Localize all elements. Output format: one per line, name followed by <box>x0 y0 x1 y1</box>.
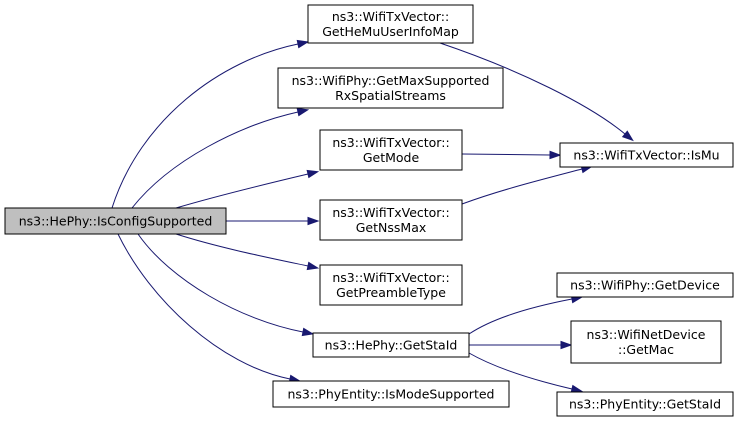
edge-line <box>468 298 573 335</box>
node-root[interactable]: ns3::HePhy::IsConfigSupported <box>4 207 227 235</box>
edge-root-to-get-preamble-type <box>175 233 320 271</box>
arrowhead-icon <box>296 39 310 49</box>
node-box <box>307 4 474 44</box>
node-box <box>319 129 463 171</box>
edge-root-to-get-max-supported-rx-spatial-streams <box>131 107 310 209</box>
node-is-mode-supported[interactable]: ns3::PhyEntity::IsModeSupported <box>272 380 510 408</box>
node-is-mu[interactable]: ns3::WifiTxVector::IsMu <box>559 142 734 168</box>
node-label-line: GetPreambleType <box>336 285 446 300</box>
node-label-line: ns3::WifiTxVector:: <box>332 135 449 150</box>
node-label-line: ns3::PhyEntity::IsModeSupported <box>288 387 495 402</box>
edge-get-mode-to-is-mu <box>461 150 562 160</box>
node-label-line: GetHeMuUserInfoMap <box>322 24 459 39</box>
node-label-line: ::GetMac <box>618 342 674 357</box>
node-box <box>272 380 510 408</box>
node-phy-entity-get-sta-id[interactable]: ns3::PhyEntity::GetStaId <box>556 391 734 417</box>
edge-get-nss-max-to-is-mu <box>461 164 594 205</box>
node-label-line: ns3::PhyEntity::GetStaId <box>569 397 721 412</box>
node-layer: ns3::HePhy::IsConfigSupportedns3::WifiTx… <box>4 4 734 417</box>
edge-root-to-get-he-mu-user-info-map <box>111 39 310 209</box>
arrowhead-icon <box>549 150 562 160</box>
edge-root-to-get-mode <box>175 169 320 209</box>
node-box <box>556 272 734 298</box>
edge-get-he-mu-user-info-map-to-is-mu <box>439 42 634 142</box>
node-get-mac[interactable]: ns3::WifiNetDevice::GetMac <box>570 320 722 364</box>
edge-he-get-sta-id-to-get-mac <box>469 340 573 350</box>
edge-root-to-is-mode-supported <box>117 233 302 384</box>
edge-line <box>131 111 299 209</box>
node-label-line: GetNssMax <box>356 220 427 235</box>
node-label-line: ns3::WifiTxVector:: <box>332 9 449 24</box>
node-get-preamble-type[interactable]: ns3::WifiTxVector::GetPreambleType <box>319 264 463 306</box>
node-box <box>319 199 463 241</box>
node-label-line: GetMode <box>363 150 420 165</box>
edge-line <box>111 43 299 209</box>
node-box <box>556 391 734 417</box>
node-box <box>559 142 734 168</box>
node-label-line: ns3::HePhy::GetStaId <box>325 338 458 353</box>
node-box <box>312 332 470 358</box>
edge-line <box>137 233 304 333</box>
node-label-line: ns3::WifiNetDevice <box>587 327 706 342</box>
node-box <box>570 320 722 364</box>
arrowhead-icon <box>306 261 320 271</box>
edge-he-get-sta-id-to-get-device <box>468 294 584 335</box>
arrowhead-icon <box>307 216 320 226</box>
node-label-line: ns3::WifiTxVector:: <box>332 270 449 285</box>
arrowhead-icon <box>296 107 310 117</box>
edge-line <box>461 153 551 156</box>
edge-line <box>117 233 291 380</box>
node-get-mode[interactable]: ns3::WifiTxVector::GetMode <box>319 129 463 171</box>
node-get-he-mu-user-info-map[interactable]: ns3::WifiTxVector::GetHeMuUserInfoMap <box>307 4 474 44</box>
node-box <box>319 264 463 306</box>
arrowhead-icon <box>306 169 320 179</box>
edge-root-to-get-nss-max <box>226 216 320 226</box>
node-box <box>4 207 227 235</box>
edge-layer <box>111 39 634 394</box>
edge-line <box>439 42 626 135</box>
edge-root-to-he-get-sta-id <box>137 233 315 337</box>
node-label-line: ns3::HePhy::IsConfigSupported <box>19 214 213 229</box>
arrowhead-icon <box>560 340 573 350</box>
edge-line <box>175 233 309 267</box>
node-label-line: ns3::WifiPhy::GetMaxSupported <box>292 73 490 88</box>
node-get-device[interactable]: ns3::WifiPhy::GetDevice <box>556 272 734 298</box>
node-get-nss-max[interactable]: ns3::WifiTxVector::GetNssMax <box>319 199 463 241</box>
edge-line <box>461 168 583 205</box>
node-get-max-supported-rx-spatial-streams[interactable]: ns3::WifiPhy::GetMaxSupportedRxSpatialSt… <box>277 67 504 109</box>
arrowhead-icon <box>621 130 634 142</box>
node-label-line: ns3::WifiPhy::GetDevice <box>570 278 720 293</box>
edge-line <box>175 173 309 209</box>
node-he-get-sta-id[interactable]: ns3::HePhy::GetStaId <box>312 332 470 358</box>
node-label-line: ns3::WifiTxVector::IsMu <box>573 148 719 163</box>
node-label-line: RxSpatialStreams <box>335 88 446 103</box>
arrowhead-icon <box>301 327 315 337</box>
arrowhead-icon <box>570 384 584 394</box>
node-label-line: ns3::WifiTxVector:: <box>332 205 449 220</box>
node-box <box>277 67 504 109</box>
edge-line <box>468 352 573 390</box>
